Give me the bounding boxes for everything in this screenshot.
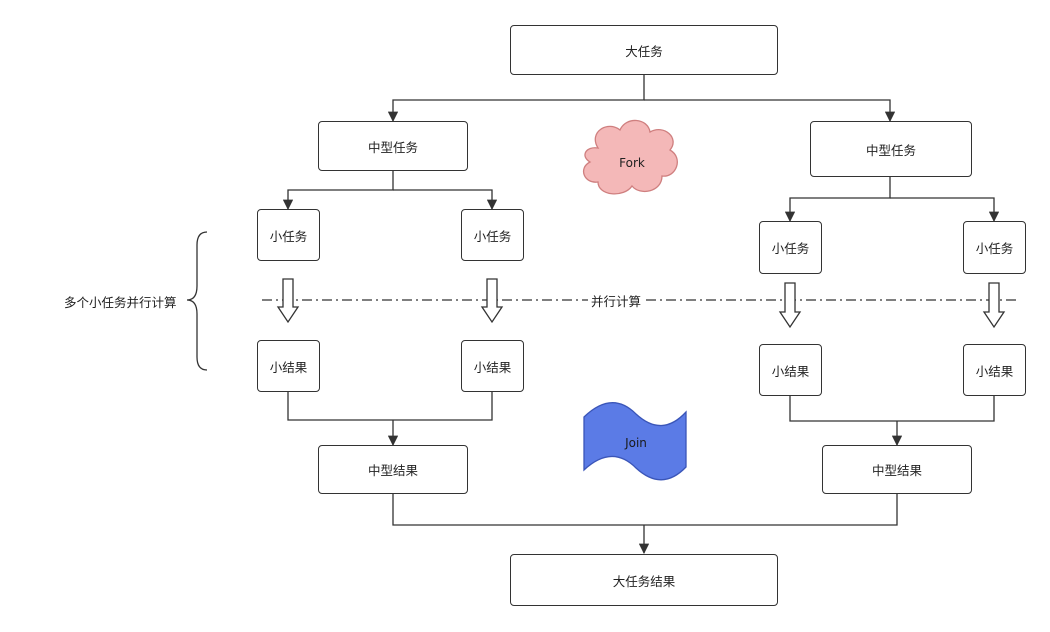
- fork-label: Fork: [619, 156, 645, 170]
- down-arrow-3: [778, 282, 802, 329]
- mid-task-node-left: 中型任务: [318, 121, 468, 171]
- small-result-node-2: 小结果: [461, 340, 524, 392]
- small-task-node-1: 小任务: [257, 209, 320, 261]
- fork-cloud-shape: [582, 119, 678, 195]
- down-arrow-2: [480, 278, 504, 324]
- bracket-brace: [186, 231, 208, 371]
- small-task-node-3: 小任务: [759, 221, 822, 274]
- join-label: Join: [625, 436, 647, 450]
- mid-task-node-right: 中型任务: [810, 121, 972, 177]
- connector-small-results-right: [789, 396, 995, 422]
- big-result-node: 大任务结果: [510, 554, 778, 606]
- small-task-node-4: 小任务: [963, 221, 1026, 274]
- mid-result-node-left: 中型结果: [318, 445, 468, 494]
- small-result-node-4: 小结果: [963, 344, 1026, 396]
- down-arrow-4: [982, 282, 1006, 329]
- connector-big-to-mid-left: [387, 75, 645, 123]
- join-wave-shape: [583, 402, 687, 481]
- small-task-node-2: 小任务: [461, 209, 524, 261]
- parallel-compute-label: 并行计算: [589, 291, 644, 310]
- small-result-node-1: 小结果: [257, 340, 320, 392]
- connector-mid-right-to-small-4: [890, 197, 1000, 223]
- connector-mid-right-to-small-3: [784, 177, 891, 223]
- fork-connectors: [282, 75, 1000, 223]
- connector-small-results-left: [287, 392, 493, 421]
- connector-mid-left-to-small-1: [282, 171, 394, 211]
- connector-mid-left-to-small-2: [393, 189, 498, 211]
- down-arrow-1: [276, 278, 300, 324]
- connector-big-to-mid-right: [644, 99, 896, 123]
- connector-mid-results-to-big-result: [392, 494, 898, 526]
- hollow-arrows: [276, 278, 1006, 329]
- big-task-node: 大任务: [510, 25, 778, 75]
- mid-result-node-right: 中型结果: [822, 445, 972, 494]
- small-result-node-3: 小结果: [759, 344, 822, 396]
- join-connectors: [287, 392, 995, 555]
- bracket-label: 多个小任务并行计算: [64, 295, 177, 310]
